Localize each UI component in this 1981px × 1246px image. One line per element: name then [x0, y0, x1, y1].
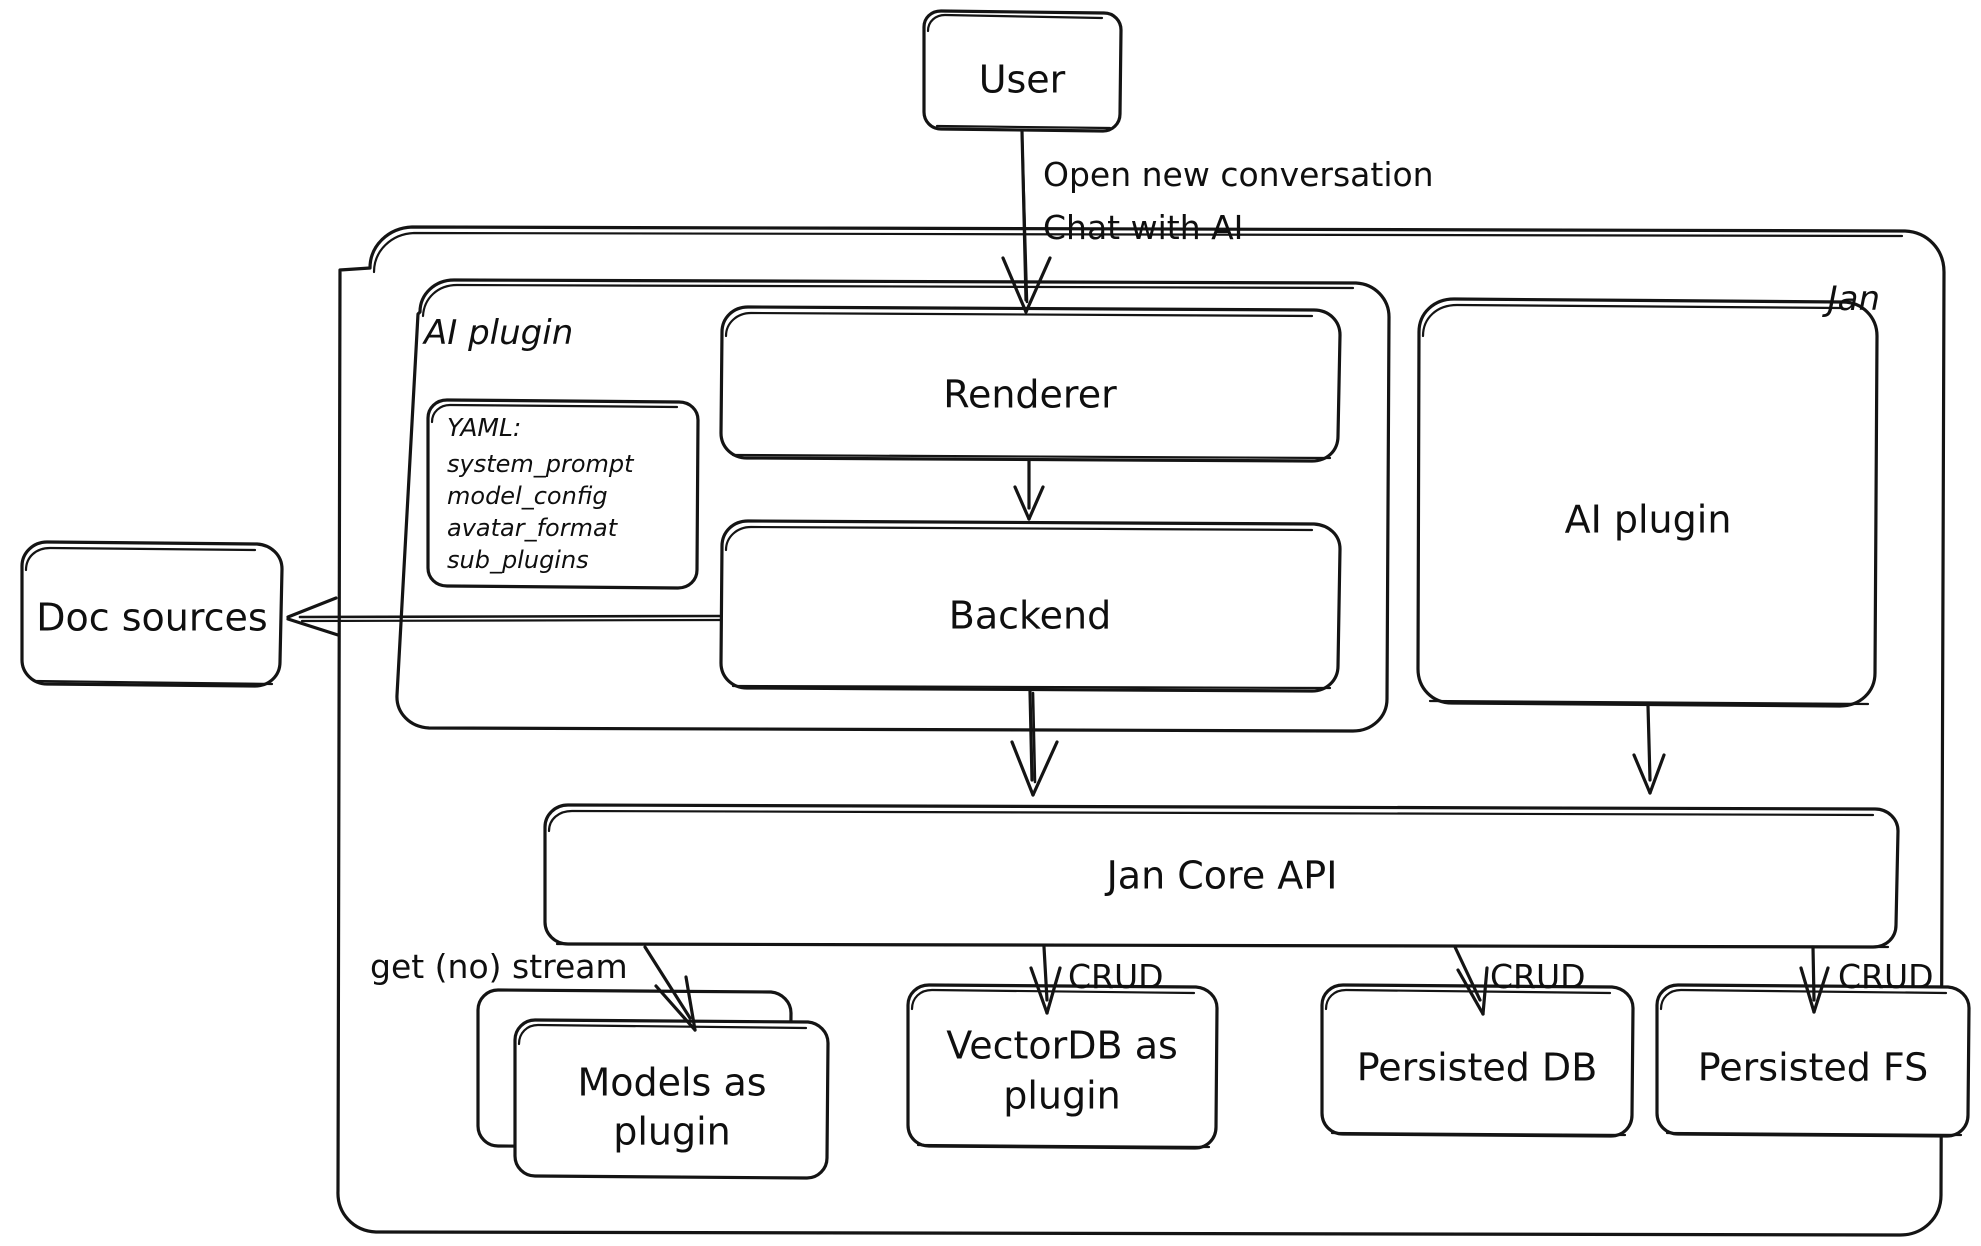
edge-renderer-to-backend: [1013, 459, 1045, 521]
yaml-note-item-1: model_config: [447, 482, 608, 510]
node-backend-shape: [719, 519, 1342, 693]
yaml-note-item-3: sub_plugins: [447, 546, 589, 574]
node-models-label-line1: Models as: [577, 1060, 767, 1105]
node-renderer-label: Renderer: [943, 372, 1117, 417]
node-persisted-db-shape: [1320, 983, 1635, 1138]
node-backend-label: Backend: [948, 593, 1112, 638]
edge-api-to-persisted-db-label: CRUD: [1490, 957, 1586, 996]
edge-api-to-vectordb: [1029, 945, 1062, 1015]
node-vectordb-shape: [906, 983, 1219, 1150]
node-vectordb-label-line2: plugin: [1003, 1073, 1121, 1118]
node-persisted-fs-label: Persisted FS: [1697, 1045, 1929, 1090]
edge-user-to-renderer-label-line1: Open new conversation: [1043, 155, 1434, 194]
node-jan-core-api-shape: [543, 803, 1900, 949]
node-renderer-shape: [719, 305, 1342, 463]
node-user-label: User: [978, 57, 1066, 102]
node-persisted-db-label: Persisted DB: [1356, 1045, 1598, 1090]
edge-api-to-vectordb-label: CRUD: [1068, 957, 1164, 996]
edge-user-to-renderer-label-line2: Chat with AI: [1043, 208, 1244, 247]
node-vectordb-label-line1: VectorDB as: [946, 1023, 1178, 1068]
yaml-note-item-2: avatar_format: [447, 514, 618, 542]
node-persisted-fs-shape: [1655, 983, 1971, 1138]
edge-api-to-models-label: get (no) stream: [370, 947, 628, 986]
edge-api-to-persisted-db: [1453, 945, 1489, 1016]
yaml-note-item-0: system_prompt: [447, 450, 634, 478]
yaml-note-shape: [426, 398, 700, 590]
node-models-shape: [476, 988, 830, 1180]
edge-user-to-renderer: [1001, 129, 1052, 314]
container-jan-label-tr: Jan: [1827, 279, 1880, 319]
node-ai-plugin-shape: [1416, 297, 1879, 708]
container-ai-plugin-group-label: AI plugin: [424, 313, 574, 353]
edge-backend-to-doc-sources: [286, 596, 723, 637]
node-user-shape: [922, 9, 1123, 133]
yaml-note-title: YAML:: [447, 413, 522, 442]
edge-api-to-models: [643, 945, 697, 1032]
node-models-label-line2: plugin: [613, 1109, 731, 1154]
edge-api-to-persisted-fs: [1799, 945, 1830, 1014]
node-ai-plugin-label: AI plugin: [1564, 497, 1732, 542]
edge-api-to-persisted-fs-label: CRUD: [1838, 957, 1934, 996]
edge-backend-to-jan-core-api: [1010, 689, 1059, 797]
edge-ai-plugin-to-jan-core-api: [1632, 704, 1666, 795]
node-doc-sources-shape: [20, 540, 284, 688]
node-doc-sources-label: Doc sources: [36, 595, 268, 640]
node-jan-core-api-label: Jan Core API: [1106, 853, 1338, 898]
